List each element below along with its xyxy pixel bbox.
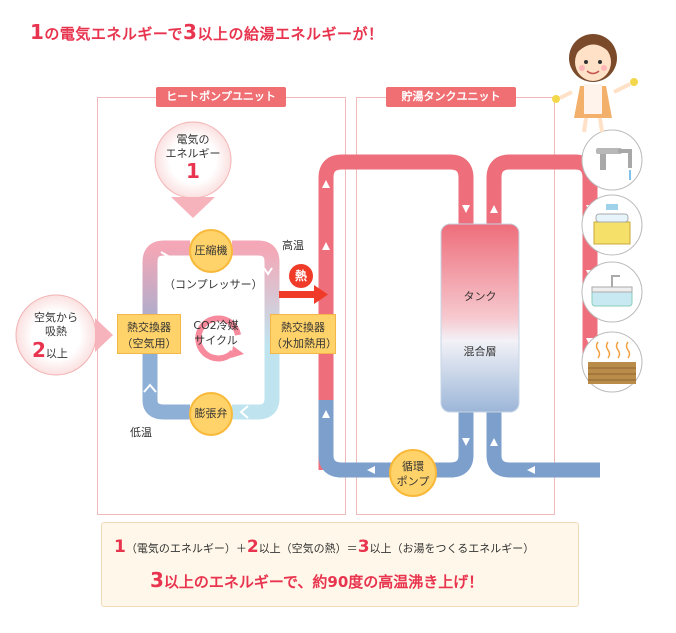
heat-pump-unit-label: ヒートポンプユニット bbox=[156, 87, 286, 107]
mixing-layer-label: 混合層 bbox=[463, 345, 497, 358]
air-heat-number: 2 bbox=[32, 338, 46, 362]
air-heat-exchanger-line-1: 熱交換器 bbox=[127, 321, 171, 334]
refrigerant-label-1: CO2冷媒 bbox=[193, 319, 239, 332]
refrigerant-cycle-icon bbox=[195, 315, 244, 362]
air-heat-label-2: 吸熱 bbox=[45, 325, 67, 338]
washbasin-icon bbox=[581, 194, 643, 256]
air-heat-exchanger: 熱交換器 （空気用） bbox=[117, 314, 181, 354]
compressor-english-label: （コンプレッサー） bbox=[164, 278, 263, 291]
water-heat-exchanger-line-2: （水加熱用） bbox=[271, 337, 337, 350]
summary-text-1: （電気のエネルギー）＋ bbox=[125, 542, 247, 555]
floor-heating-icon bbox=[581, 331, 643, 393]
electric-energy-value: 1 bbox=[186, 159, 200, 183]
summary-slogan: 3以上のエネルギーで、約90度の高温沸き上げ！ bbox=[150, 568, 483, 592]
headline: 1の電気エネルギーで3以上の給湯エネルギーが！ bbox=[30, 20, 383, 44]
headline-text-1: の電気エネルギーで bbox=[44, 25, 184, 43]
summary-text-2: 以上（空気の熱）＝ bbox=[258, 542, 358, 555]
air-heat-bubble bbox=[15, 294, 113, 376]
headline-text-2: 以上の給湯エネルギーが！ bbox=[197, 25, 384, 43]
tank bbox=[440, 223, 520, 413]
electric-energy-label-2: エネルギー bbox=[165, 147, 221, 160]
water-heat-exchanger-line-1: 熱交換器 bbox=[281, 321, 325, 334]
bathtub-icon bbox=[581, 261, 643, 323]
summary-number-1: 1 bbox=[114, 537, 126, 557]
electric-energy-bubble bbox=[154, 121, 232, 218]
refrigerant-cycle-pipes bbox=[142, 240, 280, 420]
air-heat-value: 2以上 bbox=[32, 338, 68, 362]
heat-arrow bbox=[279, 285, 328, 304]
heat-badge: 熱 bbox=[289, 264, 313, 288]
air-heat-label-1: 空気から bbox=[34, 311, 78, 324]
tank-label: タンク bbox=[463, 290, 497, 303]
tank-unit-label: 貯湯タンクユニット bbox=[386, 87, 516, 107]
faucet-icon bbox=[581, 129, 643, 191]
air-heat-suffix: 以上 bbox=[45, 347, 68, 360]
summary-number-3: 3 bbox=[357, 537, 370, 557]
summary-slogan-number: 3 bbox=[150, 568, 164, 592]
air-heat-exchanger-line-2: （空気用） bbox=[121, 337, 177, 350]
water-heat-exchanger: 熱交換器 （水加熱用） bbox=[270, 314, 337, 354]
woman-icon bbox=[552, 34, 638, 133]
compressor: 圧縮機 bbox=[189, 229, 233, 273]
electric-energy-label-1: 電気の bbox=[176, 133, 210, 146]
low-temp-label: 低温 bbox=[130, 426, 152, 439]
refrigerant-label-2: サイクル bbox=[194, 334, 238, 347]
circulation-pump-line-1: 循環 bbox=[402, 460, 424, 473]
headline-number-1: 1 bbox=[30, 20, 45, 44]
summary-slogan-text: 以上のエネルギーで、約90度の高温沸き上げ！ bbox=[163, 573, 484, 591]
circulation-pump: 循環 ポンプ bbox=[389, 449, 437, 497]
high-temp-label: 高温 bbox=[282, 239, 304, 252]
summary-number-2: 2 bbox=[246, 537, 259, 557]
summary-text-3: 以上（お湯をつくるエネルギー） bbox=[369, 542, 535, 555]
expansion-valve: 膨張弁 bbox=[189, 392, 233, 436]
headline-number-3: 3 bbox=[183, 20, 198, 44]
summary-equation: 1（電気のエネルギー）＋2以上（空気の熱）＝3以上（お湯をつくるエネルギー） bbox=[114, 537, 534, 557]
summary-box bbox=[101, 522, 579, 607]
circulation-pump-line-2: ポンプ bbox=[396, 475, 430, 488]
